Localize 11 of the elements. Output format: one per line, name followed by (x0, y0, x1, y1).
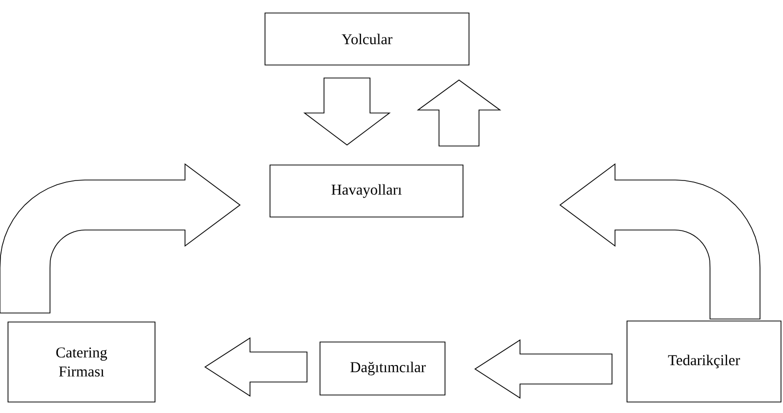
block-arrow (474, 339, 612, 399)
text-box: Catering Firması (8, 322, 156, 402)
text-box: Tedarikçiler (626, 320, 782, 402)
text-box: Dağıtımcılar (320, 342, 446, 396)
block-arrow (416, 80, 502, 146)
text-box: Yolcular (264, 12, 470, 66)
block-arrow (559, 163, 760, 320)
text-box: Havayolları (270, 164, 464, 218)
block-arrow (204, 337, 308, 397)
block-arrow (303, 78, 391, 146)
block-arrow (0, 163, 241, 314)
